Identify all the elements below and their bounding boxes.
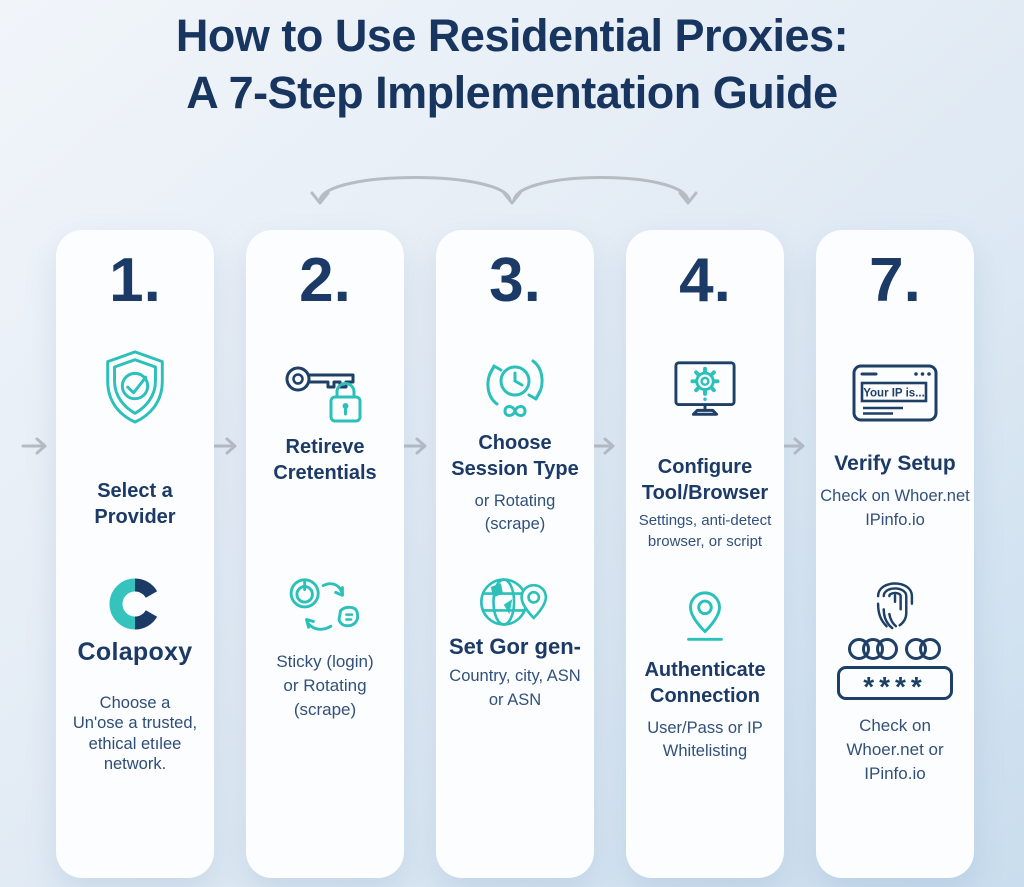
shield-check-icon xyxy=(99,348,171,426)
step-description: Choose a Un'ose a trusted, ethical etıle… xyxy=(72,694,198,774)
key-lock-icon xyxy=(282,356,368,424)
right-arrow-icon xyxy=(210,436,242,456)
globe-pin-icon xyxy=(475,573,555,631)
right-arrow-icon xyxy=(588,436,620,456)
step-number: 3. xyxy=(489,246,541,315)
right-arrow-icon xyxy=(400,436,432,456)
step-subtext: Check on Whoer.net IPinfo.io xyxy=(820,487,970,529)
step-number: 2. xyxy=(299,246,351,315)
step-heading: Configure Tool/Browser xyxy=(641,456,769,504)
monitor-gear-icon xyxy=(668,358,742,422)
page-title: How to Use Residential Proxies: A 7-Step… xyxy=(0,8,1024,121)
step-card-7: 7. Your IP is... Verify Setup Check on W… xyxy=(816,230,974,878)
step-heading-2: Authenticate Connection xyxy=(644,658,766,707)
browser-label: Your IP is... xyxy=(863,388,925,400)
step-subtext-2: Country, city, ASN or ASN xyxy=(449,667,581,709)
brand-logo-icon xyxy=(107,576,163,632)
linked-circles-icon xyxy=(846,636,944,662)
brand-name: Colapoxy xyxy=(77,638,193,666)
step-subtext: Settings, anti-detect browser, or script xyxy=(638,512,772,551)
step-number: 7. xyxy=(869,246,921,315)
step-card-1: 1. Select a Provider Colapoxy Choose a U… xyxy=(56,230,214,878)
right-arrow-icon xyxy=(20,436,52,456)
page-title-line2: A 7-Step Implementation Guide xyxy=(186,66,838,118)
step-card-2: 2. Retireve Cretentials xyxy=(246,230,404,878)
password-field: **** xyxy=(837,666,953,701)
flow-arcs xyxy=(310,176,698,205)
right-arrow-icon xyxy=(778,436,810,456)
step-subtext: or Rotating (scrape) xyxy=(474,492,556,534)
step-subtext: Sticky (login) or Rotating (scrape) xyxy=(276,652,374,720)
step-heading: Verify Setup xyxy=(834,452,956,475)
step-subtext-2: User/Pass or IP Whitelisting xyxy=(647,718,763,761)
step-number: 1. xyxy=(109,246,161,315)
step-heading: Retireve Cretentials xyxy=(273,436,377,484)
step-heading: Select a Provider xyxy=(94,480,176,528)
step-heading-2: Set Gor gen- xyxy=(448,633,581,659)
browser-window-icon: Your IP is... xyxy=(850,362,940,424)
step-heading: Choose Session Type xyxy=(451,432,579,480)
step-card-3: 3. Choose Session Type or Rotating (scra… xyxy=(436,230,594,878)
fingerprint-icon xyxy=(864,568,926,630)
session-swap-icon xyxy=(284,574,366,634)
rotating-clock-icon xyxy=(477,352,553,428)
location-pin-icon xyxy=(670,589,740,647)
step-number: 4. xyxy=(679,246,731,315)
step-card-4: 4. Configure Tool/Browser Settings, anti… xyxy=(626,230,784,878)
page-title-line1: How to Use Residential Proxies: xyxy=(175,10,849,61)
step-subtext-2: Check on Whoer.net or IPinfo.io xyxy=(846,716,944,784)
